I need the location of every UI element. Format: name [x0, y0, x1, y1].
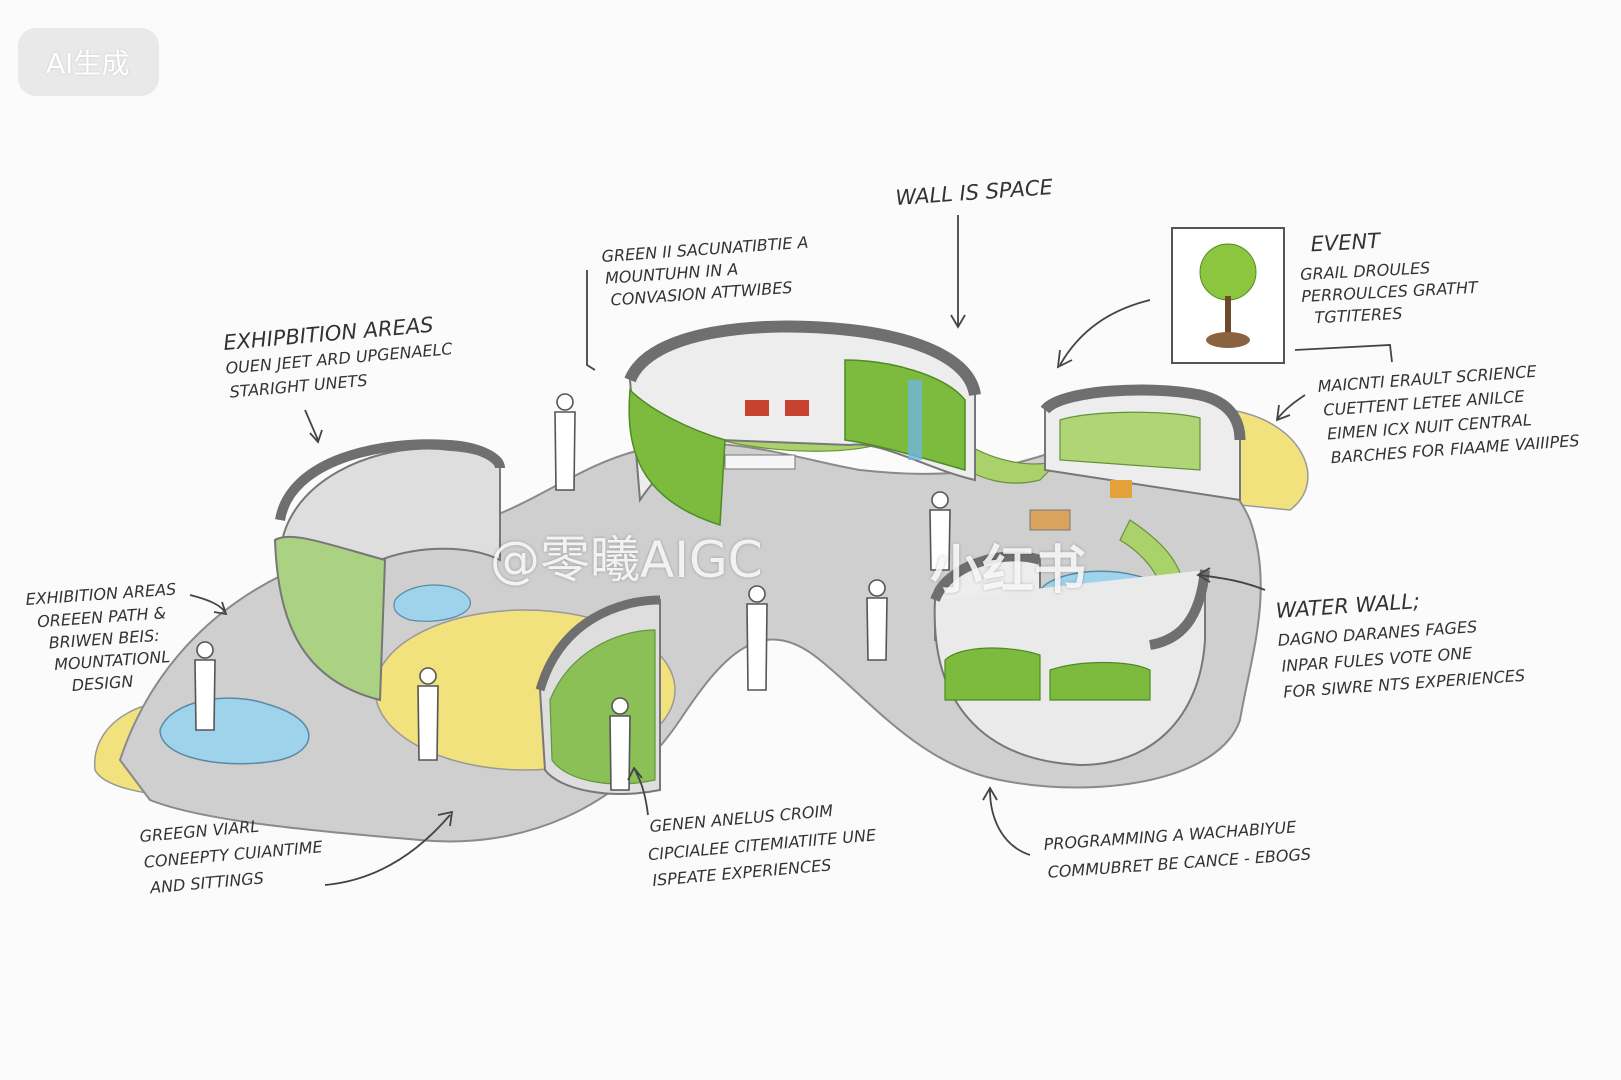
- arrow-exhibition-top: [304, 409, 323, 444]
- water-wall-top-rim: [930, 551, 1210, 650]
- annotation-water-wall: WATER WALL; DAGNO DARANES FAGES INPAR FU…: [1275, 589, 1526, 702]
- green-wall-line-1: GREEGN VIARL: [139, 817, 260, 846]
- arrow-exhibition-left: [189, 594, 228, 616]
- visitor-1: [554, 393, 576, 491]
- right-top-green: [1059, 411, 1201, 471]
- annotation-exhibition-top: EXHIPBITION AREAS OUEN JEET ARD UPGENAEL…: [222, 313, 454, 402]
- poster-tree-crown: [1199, 243, 1257, 301]
- visitor-7: [609, 697, 631, 791]
- visitors: [194, 393, 951, 791]
- exhibition-left-line-4: DESIGN: [71, 672, 134, 695]
- red-bench-2: [785, 400, 809, 416]
- center-pavilion: [624, 320, 981, 527]
- exhibition-left-line-3: MOUNTATIONL: [54, 647, 171, 674]
- arrow-genen-anelus: [627, 766, 649, 816]
- orange-chair: [1110, 480, 1132, 498]
- yellow-floor-right-edge: [1229, 409, 1309, 511]
- arrow-programming: [982, 786, 1031, 856]
- watermark-handle: @零曦AIGC: [490, 531, 763, 589]
- poster-tree-trunk: [1225, 296, 1231, 336]
- table: [724, 454, 796, 470]
- center-pavilion-left-green: [628, 388, 726, 527]
- visitor-3: [866, 579, 888, 661]
- event-line-1: GRAIL DROULES: [1300, 258, 1431, 284]
- visitor-6: [929, 491, 951, 571]
- arrow-maintenance: [1275, 394, 1306, 422]
- annotation-wall-is-space: WALL IS SPACE: [895, 175, 1055, 210]
- wooden-desk: [1029, 509, 1071, 531]
- arrow-green-wall: [324, 810, 454, 886]
- right-top-wall-top: [1040, 384, 1246, 441]
- water-wall-pavilion: [930, 551, 1210, 767]
- arrow-water-wall: [1196, 567, 1266, 591]
- center-pavilion-right-green: [844, 359, 966, 471]
- arrow-event: [1056, 299, 1151, 369]
- annotation-green-mountain: GREEN II SACUNATIBTIE A MOUNTUHN IN A CO…: [601, 233, 809, 310]
- arrow-wall-is-space: [950, 215, 966, 329]
- annotation-event: EVENT GRAIL DROULES PERROULCES GRATHT TG…: [1300, 229, 1480, 328]
- annotation-programming: PROGRAMMING A WACHABIYUE COMMUBRET BE CA…: [1043, 817, 1312, 881]
- visitor-2: [746, 585, 768, 691]
- center-pavilion-wall-top: [624, 320, 981, 397]
- visitor-5: [194, 641, 216, 731]
- right-top-pavilion: [1029, 384, 1246, 531]
- pool-inner: [393, 584, 471, 622]
- annotation-maintenance: MAICNTI ERAULT SCRIENCE CUETTENT LETEE A…: [1317, 362, 1580, 468]
- water-wall-trees: [944, 647, 1151, 701]
- event-poster: [1171, 227, 1285, 364]
- poster-tree-soil: [1206, 332, 1250, 348]
- event-line-3: TGTITERES: [1314, 304, 1403, 328]
- annotation-arrows: [189, 215, 1393, 886]
- event-title: EVENT: [1310, 229, 1383, 257]
- arrow-green-mountain: [586, 270, 596, 371]
- left-pavilion-glass-wall: [273, 535, 387, 702]
- ai-generated-tag: AI生成: [18, 28, 160, 96]
- red-bench-1: [745, 400, 769, 416]
- leader-event: [1294, 344, 1393, 363]
- water-column: [908, 380, 922, 460]
- left-pavilion-wall-top: [275, 439, 505, 522]
- water-wall-title: WATER WALL;: [1275, 589, 1421, 623]
- green-wall-line-3: AND SITTINGS: [148, 868, 264, 897]
- inner-curve-top: [535, 595, 661, 692]
- annotation-genen-anelus: GENEN ANELUS CROIM CIPCIALEE CITEMIATIIT…: [647, 801, 877, 890]
- watermark-platform: 小红书: [930, 541, 1087, 601]
- visitor-4: [417, 667, 439, 761]
